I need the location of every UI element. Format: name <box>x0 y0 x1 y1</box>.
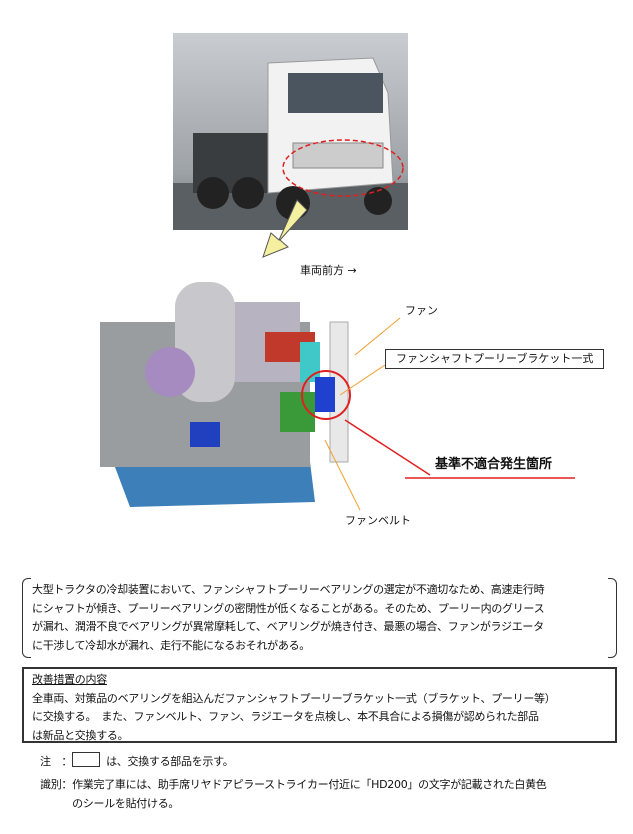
engine-illustration <box>100 282 351 507</box>
remedy-line: 全車両、対策品のベアリングを組込んだファンシャフトプーリーブラケット一式（ブラケ… <box>32 691 556 705</box>
remedy-title: 改善措置の内容 <box>32 673 107 686</box>
callout-arrow <box>262 199 308 258</box>
description-line: に干渉して冷却水が漏れ、走行不能になるおそれがある。 <box>32 638 310 652</box>
id-line: のシールを貼付ける。 <box>72 796 180 810</box>
id-line: 作業完了車には、助手席リヤドアピラーストライカー付近に「HD200」の文字が記載… <box>72 778 547 791</box>
remedy-line: は新品と交換する。 <box>32 728 129 742</box>
legend-box <box>72 752 101 767</box>
fan-belt-label: ファンベルト <box>345 514 411 527</box>
remedy-box: 改善措置の内容 全車両、対策品のベアリングを組込んだファンシャフトプーリーブラケ… <box>22 667 617 743</box>
note-text: は、交換する部品を示す。 <box>106 755 234 768</box>
truck-photo <box>173 33 408 230</box>
description-line: が漏れ、潤滑不良でベアリングが異常摩耗して、ベアリングが焼き付き、最悪の場合、フ… <box>32 620 544 633</box>
truck-illustration <box>173 57 408 230</box>
direction-label: 車両前方 → <box>300 264 357 277</box>
note-head: 注 ： <box>40 755 73 768</box>
defect-location-label: 基準不適合発生箇所 <box>435 457 553 472</box>
remedy-line: に交換する。 また、ファンベルト、ファン、ラジエータを点検し、本不具合による損傷… <box>32 710 539 723</box>
bracket-label: ファンシャフトプーリーブラケット一式 <box>385 349 605 369</box>
leader-lines <box>324 317 575 511</box>
id-head: 識別： <box>40 778 73 791</box>
description-line: 大型トラクタの冷却装置において、ファンシャフトプーリーベアリングの選定が不適切な… <box>32 583 545 596</box>
identification-note: 識別： 作業完了車には、助手席リヤドアピラーストライカー付近に「HD200」の文… <box>40 776 547 813</box>
defect-description: 大型トラクタの冷却装置において、ファンシャフトプーリーベアリングの選定が不適切な… <box>22 578 617 658</box>
note: 注 ： は、交換する部品を示す。 <box>40 752 234 772</box>
fan-label: ファン <box>405 304 438 317</box>
description-line: にシャフトが傾き、プーリーベアリングの密閉性が低くなることがある。そのため、プー… <box>32 601 545 615</box>
